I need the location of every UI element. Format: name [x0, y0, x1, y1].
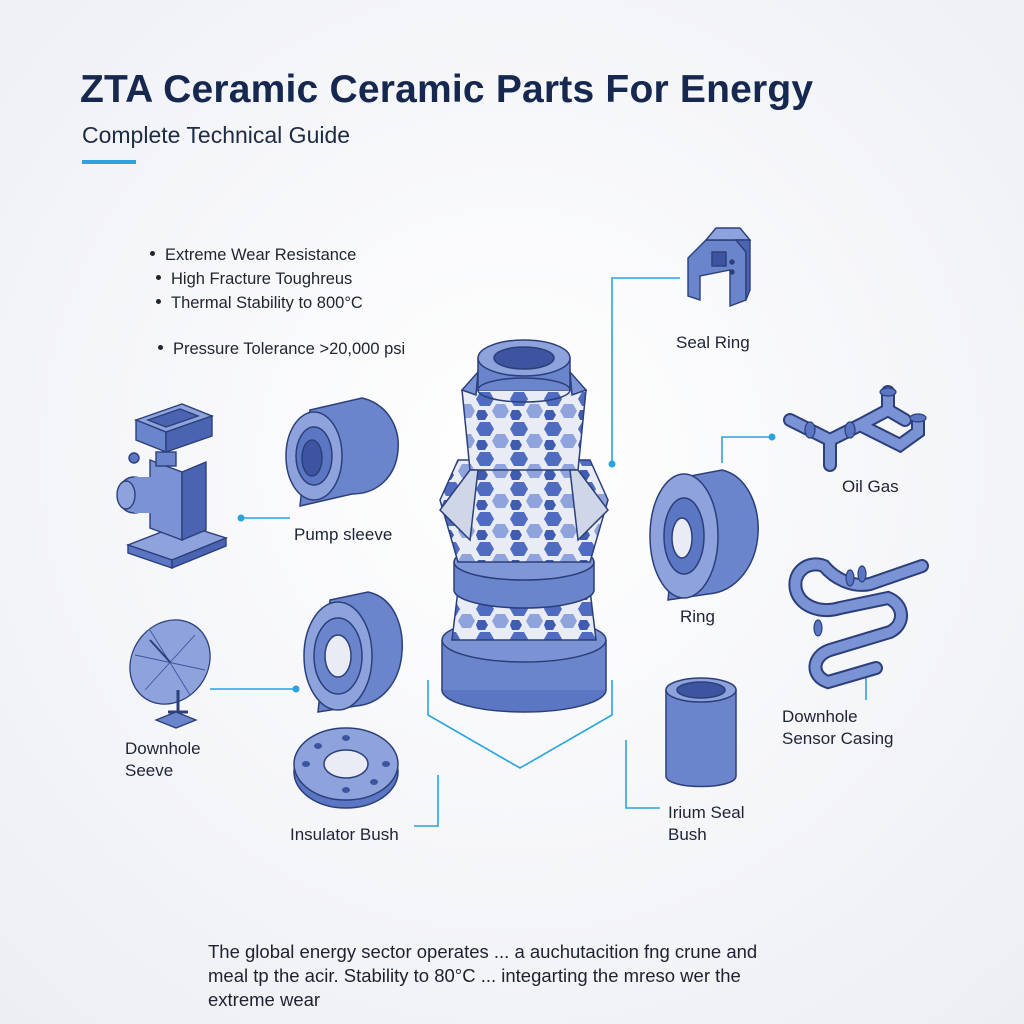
oil-gas-piping-icon	[783, 385, 927, 472]
connector-seal-ring	[611, 277, 680, 462]
label-pump-sleeve: Pump sleeve	[294, 525, 393, 544]
connector-irium-bush	[625, 740, 660, 809]
flange-icon	[293, 727, 399, 809]
footer-description: The global energy sector operates ... a …	[208, 941, 758, 1010]
label-oil-gas: Oil Gas	[842, 477, 899, 496]
label-seal-ring: Seal Ring	[676, 333, 750, 352]
bullet-icon	[156, 275, 161, 281]
feature-item: Pressure Tolerance >20,000 psi	[158, 340, 405, 359]
feature-item: Extreme Wear Resistance	[150, 246, 356, 265]
label-ring: Ring	[680, 607, 715, 626]
pump-icon	[116, 403, 229, 570]
bullet-icon	[150, 251, 155, 257]
label-irium-seal-bush: Irium Seal Bush	[668, 803, 745, 844]
ring-icon	[303, 591, 404, 713]
title-accent-bar	[82, 160, 136, 164]
label-downhole-sensor-casing: Downhole Sensor Casing	[782, 707, 894, 748]
sensor-casing-coil-icon	[788, 557, 929, 690]
ring-right-icon	[649, 469, 759, 601]
seal-ring-icon	[687, 227, 752, 308]
connector-lines	[210, 277, 867, 827]
bullet-icon	[158, 345, 163, 351]
label-insulator-bush: Insulator Bush	[290, 825, 399, 844]
seal-bush-cylinder-icon	[665, 677, 737, 788]
feature-item: High Fracture Toughreus	[156, 270, 352, 289]
label-downhole-sleeve: Downhole Seeve	[125, 739, 201, 780]
feature-item: Thermal Stability to 800°C	[156, 294, 363, 313]
page-subtitle: Complete Technical Guide	[82, 122, 351, 148]
dish-icon	[129, 619, 211, 729]
pump-sleeve-cylinder-icon	[285, 397, 399, 507]
connector-core-bracket	[427, 680, 613, 769]
page-title: ZTA Ceramic Ceramic Parts For Energy	[80, 68, 814, 111]
connector-insulator-bush	[414, 775, 439, 827]
ceramic-core-icon	[439, 339, 609, 713]
connector-oil-gas	[721, 436, 772, 463]
bullet-icon	[156, 299, 161, 305]
connector-dots	[237, 433, 776, 693]
